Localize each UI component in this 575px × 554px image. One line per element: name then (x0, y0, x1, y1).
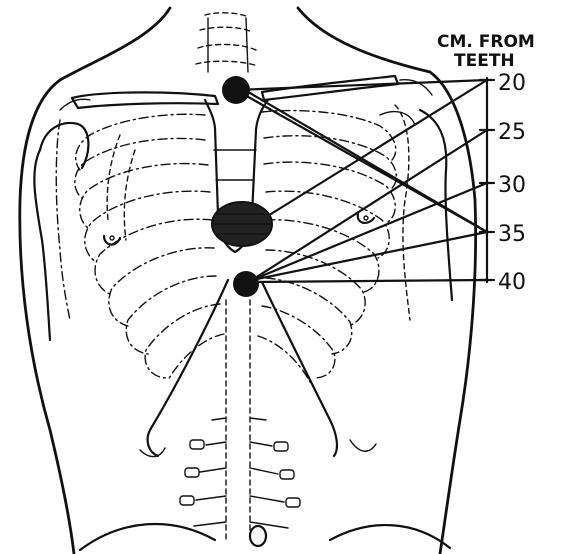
lesion-lower-marker (233, 271, 259, 297)
lesion-upper-marker (222, 76, 250, 104)
scale-label-25: 25 (498, 120, 526, 145)
scale-label-20: 20 (498, 71, 526, 96)
header-line-2: TEETH (454, 51, 515, 71)
header-line-1: CM. FROM (437, 32, 535, 52)
scale-label-30: 30 (498, 173, 526, 198)
scale-label-35: 35 (498, 222, 526, 247)
ribs-right (258, 111, 396, 382)
distance-scale: 20 25 30 35 40 (480, 71, 526, 295)
cervical-spine (196, 13, 258, 72)
scale-label-40: 40 (498, 270, 526, 295)
scale-header: CM. FROM TEETH (437, 32, 535, 71)
ribs-left (75, 114, 224, 380)
